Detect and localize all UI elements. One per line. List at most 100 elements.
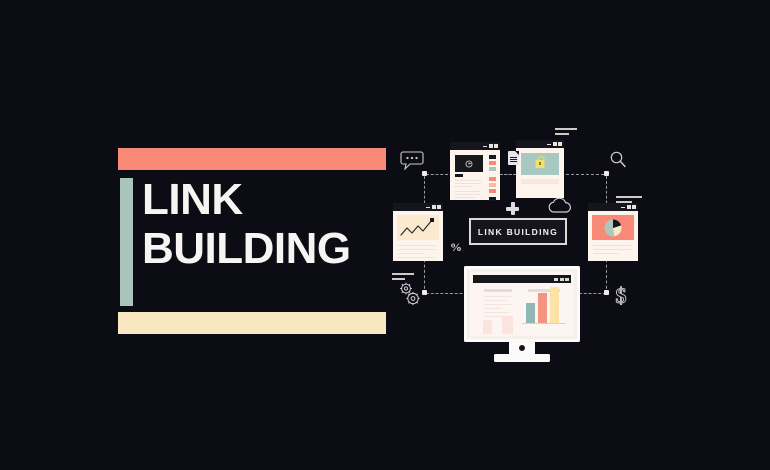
- connector-left-rail-lower: [424, 254, 425, 294]
- window-titlebar[interactable]: [393, 203, 443, 211]
- gears-icon: [398, 280, 424, 308]
- text-line: [593, 253, 619, 255]
- link-building-illustration: LINK BUILDING: [392, 118, 658, 364]
- monitor-page: [470, 272, 574, 336]
- window-titlebar[interactable]: [588, 203, 638, 211]
- maximize-icon[interactable]: [488, 144, 493, 148]
- text-line: [398, 245, 436, 247]
- line-chart-browser-window[interactable]: [393, 203, 443, 261]
- window-control-icon[interactable]: [554, 277, 558, 281]
- video-browser-window[interactable]: [450, 142, 500, 201]
- deco-dashes-top: [555, 128, 577, 138]
- text-line: [455, 194, 481, 196]
- window-body: [516, 148, 564, 198]
- maximize-icon[interactable]: [552, 142, 557, 146]
- sidebar-swatch: [489, 167, 496, 171]
- connector-top-left: [426, 174, 448, 175]
- bar-chart-bar: [550, 287, 559, 323]
- content-block: [502, 316, 513, 334]
- page-title-line-1: LINK: [142, 175, 243, 224]
- secure-banner: [521, 153, 559, 175]
- cloud-icon: [546, 197, 574, 215]
- connector-top-right: [566, 174, 604, 175]
- window-body: [393, 211, 443, 261]
- deco-dashes-left: [392, 273, 414, 283]
- window-titlebar[interactable]: [450, 142, 500, 150]
- section-heading: [528, 289, 560, 292]
- lock-icon: [535, 155, 545, 168]
- deco-dashes-right: [616, 196, 642, 206]
- minimize-icon[interactable]: [426, 206, 430, 208]
- text-line: [455, 197, 475, 199]
- bar-chart-bar: [538, 293, 547, 323]
- close-icon[interactable]: [437, 205, 441, 209]
- connector-node-bottom-left: [422, 290, 427, 295]
- link-building-badge: LINK BUILDING: [469, 218, 567, 245]
- link-building-badge-label: LINK BUILDING: [477, 226, 559, 237]
- connector-top-mid-right: [504, 174, 516, 175]
- magnifier-icon: [608, 150, 628, 170]
- minimize-icon[interactable]: [547, 143, 551, 145]
- window-control-icon[interactable]: [565, 277, 569, 281]
- text-line: [484, 312, 510, 314]
- text-line: [593, 245, 631, 247]
- window-titlebar[interactable]: [516, 140, 564, 148]
- close-icon[interactable]: [558, 142, 562, 146]
- sidebar-swatch: [489, 161, 496, 165]
- monitor-power-dot: [519, 345, 525, 351]
- text-line: [593, 249, 631, 251]
- text-line: [398, 249, 436, 251]
- sidebar-swatch: [489, 189, 496, 193]
- connector-right-rail-lower: [606, 254, 607, 294]
- connector-node-bottom-right: [604, 290, 609, 295]
- document-fold-icon: [515, 151, 519, 155]
- window-control-icon[interactable]: [559, 277, 564, 281]
- document-icon: [508, 151, 519, 165]
- bar-chart-axis: [522, 323, 566, 324]
- address-bar[interactable]: [473, 275, 571, 283]
- pie-chart-browser-window[interactable]: [588, 203, 638, 261]
- page-title: LINK BUILDING: [142, 175, 392, 273]
- minimize-icon[interactable]: [621, 206, 625, 208]
- security-browser-window[interactable]: [516, 140, 564, 198]
- accent-bar-top: [118, 148, 386, 170]
- monitor-base: [494, 354, 550, 362]
- close-icon[interactable]: [632, 205, 636, 209]
- title-block: LINK BUILDING: [118, 148, 390, 334]
- window-body: [588, 211, 638, 261]
- accent-bar-bottom: [118, 312, 386, 334]
- sidebar-swatch: [489, 197, 496, 201]
- text-line: [398, 257, 436, 259]
- connector-left-rail-upper: [424, 176, 425, 228]
- connector-node-top-right: [604, 171, 609, 176]
- video-caption-block: [455, 174, 463, 177]
- video-thumbnail[interactable]: [455, 155, 483, 172]
- close-icon[interactable]: [494, 144, 498, 148]
- content-stripe: [521, 179, 559, 184]
- section-heading: [484, 289, 512, 292]
- line-chart-svg: [400, 218, 434, 236]
- text-line: [455, 180, 481, 182]
- maximize-icon[interactable]: [626, 205, 631, 209]
- text-line: [484, 308, 502, 310]
- dollar-sign-icon: $: [612, 282, 630, 308]
- pie-chart-plot: [592, 215, 634, 240]
- pie-chart-graphic: [604, 219, 622, 236]
- connector-node-top-left: [422, 171, 427, 176]
- desktop-monitor[interactable]: [464, 266, 580, 362]
- minimize-icon[interactable]: [483, 145, 487, 147]
- text-line: [484, 296, 512, 298]
- text-line: [455, 186, 473, 188]
- connector-right-rail-upper: [606, 176, 607, 228]
- connector-bottom-left: [426, 293, 472, 294]
- maximize-icon[interactable]: [431, 205, 436, 209]
- play-icon[interactable]: [465, 160, 473, 167]
- text-line: [484, 300, 506, 302]
- chat-bubble-icon: [400, 150, 424, 170]
- content-block: [483, 320, 492, 334]
- svg-text:$: $: [616, 283, 627, 308]
- text-line: [398, 253, 424, 255]
- text-line: [484, 304, 512, 306]
- connector-bottom-right: [574, 293, 606, 294]
